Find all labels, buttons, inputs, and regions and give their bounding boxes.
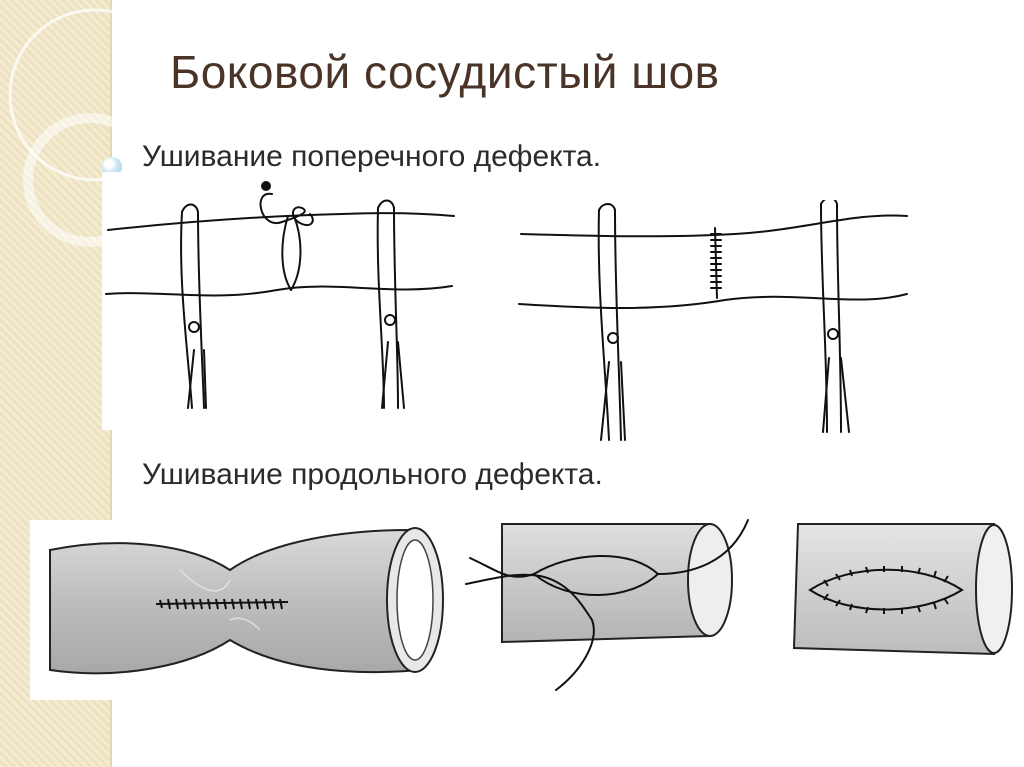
suture-thread-right xyxy=(657,519,749,575)
left-vascular-clamp xyxy=(597,203,626,441)
suture-stitches xyxy=(710,233,722,289)
vessel-upper-wall xyxy=(107,212,455,231)
suture-thread-bottom xyxy=(555,619,595,691)
transverse-defect-suture-illustration xyxy=(102,172,464,430)
right-vascular-clamp xyxy=(376,199,405,409)
vessel-body xyxy=(501,523,711,644)
longitudinal-defect-narrowed-vessel-illustration xyxy=(30,520,450,700)
needle-tip-icon xyxy=(261,181,271,191)
vessel-body xyxy=(49,528,422,675)
vessel-upper-wall xyxy=(520,214,908,238)
right-vascular-clamp xyxy=(820,200,850,433)
longitudinal-defect-suture-placement-illustration xyxy=(460,512,760,702)
transverse-defect-completed-illustration xyxy=(515,200,910,445)
suture-loop-right xyxy=(290,215,302,291)
vessel-lumen xyxy=(687,523,733,637)
vessel-body xyxy=(792,523,995,656)
slide-title: Боковой сосудистый шов xyxy=(170,46,720,98)
suture-line xyxy=(155,598,289,610)
subtitle-longitudinal-defect: Ушивание продольного дефекта. xyxy=(142,458,603,491)
left-vascular-clamp xyxy=(180,203,207,409)
vessel-lumen xyxy=(975,524,1013,654)
longitudinal-defect-completed-illustration xyxy=(780,520,1024,670)
suture-thread-crossing xyxy=(465,573,593,621)
subtitle-transverse-defect: Ушивание поперечного дефекта. xyxy=(142,140,602,173)
completed-suture xyxy=(808,566,964,614)
suture-loop-left xyxy=(281,215,292,291)
vessel-lower-wall xyxy=(518,293,908,309)
vessel-lower-wall xyxy=(105,285,453,297)
suture-thread xyxy=(259,192,314,226)
